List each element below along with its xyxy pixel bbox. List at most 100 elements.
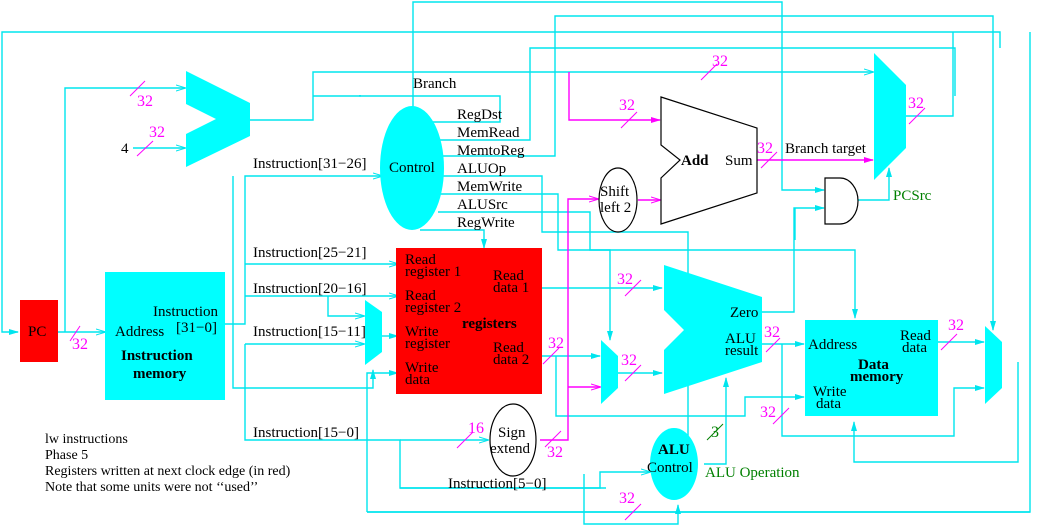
- wire-pcmux-out: [906, 32, 954, 117]
- field-rs: Instruction[25−21]: [253, 245, 366, 261]
- imem-output-label: Instruction: [153, 304, 218, 320]
- wire-read-data2-wd: [555, 356, 805, 417]
- branch-adder-add: Add: [681, 153, 709, 169]
- width-pc-plus4: 32: [712, 53, 728, 70]
- width-branch-adder-in: 32: [619, 97, 635, 114]
- alu-control-label-1: ALU: [658, 442, 690, 458]
- width-alu-result: 32: [764, 324, 780, 341]
- width-sign-out: 32: [547, 444, 563, 461]
- imem-output-bits: [31−0]: [176, 320, 217, 336]
- wire-sign-to-shift: [540, 199, 598, 441]
- note-line: Registers written at next clock edge (in…: [45, 464, 291, 479]
- wire-pc-feedback: [1, 31, 1001, 335]
- note-line: lw instructions: [45, 432, 128, 447]
- wire-memtoreg-back: [851, 362, 1019, 463]
- reg-read-data-2-a: Read: [493, 340, 524, 356]
- signal-branch: Branch: [413, 76, 457, 92]
- control-unit: [380, 106, 444, 230]
- width-read-data1: 32: [617, 271, 633, 288]
- width-pc-adder-in: 32: [137, 93, 153, 110]
- width-const4: 32: [149, 124, 165, 141]
- notes: lw instructions Phase 5 Registers writte…: [45, 432, 290, 496]
- signal-aluop: ALUOp: [457, 161, 506, 177]
- wire-zero: [762, 205, 825, 313]
- memtoreg-mux: [985, 326, 1002, 404]
- alu-control: [650, 428, 698, 500]
- reg-read-data-1-a: Read: [493, 268, 524, 284]
- shift-left-2: [598, 167, 638, 233]
- imem-name-line1: Instruction: [121, 348, 193, 364]
- dm-address-label: Address: [808, 337, 857, 353]
- wire-alu-ctrl-in: [583, 474, 681, 525]
- signal-regwrite: RegWrite: [457, 215, 515, 231]
- reg-read-register-2-a: Read: [405, 288, 436, 304]
- reg-write-data-a: Write: [405, 360, 439, 376]
- alu: [664, 265, 762, 394]
- wire-alu-bypass: [781, 344, 985, 437]
- shift-label-2: left 2: [600, 200, 631, 216]
- wire-memwrite: [440, 193, 858, 319]
- reg-write-register-b: register: [405, 336, 450, 352]
- wire-pc4-to-branch-adder: [568, 72, 661, 123]
- alusrc-mux: [601, 340, 618, 404]
- wire-memtoreg: [440, 15, 996, 331]
- dm-write-data-2: data: [816, 396, 841, 412]
- wire-instr-bus: [225, 176, 382, 325]
- wire-pc-to-adder: [64, 88, 185, 332]
- field-imm: Instruction[15−0]: [253, 425, 359, 441]
- dm-name-2: memory: [850, 369, 904, 385]
- width-bottom: 32: [619, 490, 635, 507]
- width-read-data2: 32: [548, 335, 564, 352]
- reg-name: registers: [462, 316, 517, 332]
- sign-extend-label-2: extend: [490, 441, 530, 457]
- reg-read-register-1-a: Read: [405, 252, 436, 268]
- alu-control-label-2: Control: [647, 460, 693, 476]
- wire-pcsrc: [858, 167, 892, 201]
- regdst-mux: [365, 300, 382, 365]
- wire-funct: [400, 472, 650, 489]
- wire-regdst-ctrl: [232, 176, 376, 389]
- branch-target-label: Branch target: [785, 141, 867, 157]
- pc-register: [20, 300, 58, 362]
- dm-name-1: Data: [858, 357, 889, 373]
- data-memory: [805, 320, 938, 416]
- wire-regwrite: [420, 229, 487, 249]
- note-line: Phase 5: [45, 448, 89, 463]
- width-sign-in: 16: [468, 420, 484, 437]
- pc-label: PC: [28, 324, 46, 340]
- instruction-memory: [105, 272, 225, 400]
- signal-memwrite: MemWrite: [457, 179, 523, 195]
- wire-write-data-reg: [366, 370, 399, 512]
- alu-operation-label: ALU Operation: [705, 465, 800, 481]
- signal-memtoreg: MemtoReg: [457, 143, 525, 159]
- const-4: 4: [121, 141, 129, 157]
- width-alusrc-out: 32: [621, 352, 637, 369]
- alu-result-label-1: ALU: [725, 331, 756, 347]
- pc-adder: [186, 71, 250, 167]
- bus-width-ticks: 32 32 32 32 32 32 32 32 32 32 32 32 32 1…: [69, 53, 964, 521]
- reg-read-register-1-b: register 1: [405, 264, 461, 280]
- width-write-data: 32: [760, 404, 776, 421]
- field-rt: Instruction[20−16]: [253, 281, 366, 297]
- pcsrc-mux: [874, 53, 906, 180]
- signal-alusrc: ALUSrc: [457, 197, 508, 213]
- branch-adder: [660, 96, 758, 225]
- wire-memread: [430, 47, 956, 141]
- width-pcmux-out: 32: [908, 95, 924, 112]
- note-line: Note that some units were not ‘‘used’’: [45, 480, 259, 495]
- signal-memread: MemRead: [457, 125, 520, 141]
- wire-rt-mux: [327, 296, 364, 316]
- reg-write-register-a: Write: [405, 324, 439, 340]
- reg-read-data-2-b: data 2: [493, 352, 529, 368]
- reg-write-data-b: data: [405, 372, 430, 388]
- alu-zero-label: Zero: [730, 305, 758, 321]
- branch-adder-sum: Sum: [725, 153, 753, 169]
- shift-label-1: Shift: [600, 184, 630, 200]
- reg-read-register-2-b: register 2: [405, 300, 461, 316]
- alu-result-label-2: result: [725, 343, 759, 359]
- register-file: [396, 248, 542, 394]
- width-alu-op: 3: [711, 424, 719, 441]
- wire-alu-op: [704, 377, 729, 465]
- imem-name-line2: memory: [133, 366, 187, 382]
